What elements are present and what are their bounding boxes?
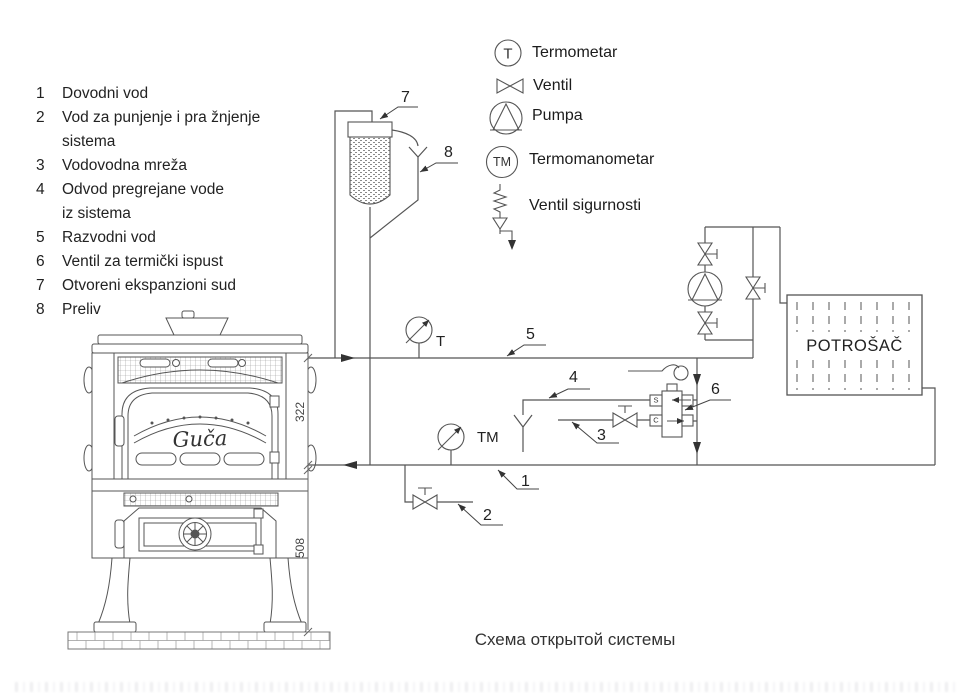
overflow-pipe [369, 157, 419, 239]
page-caption: Схема открытой системы [474, 630, 676, 649]
legend-num: 2 [36, 109, 45, 126]
dimension-322: 322 [293, 401, 307, 423]
legend-icons [485, 39, 524, 250]
stove-lower-grille [123, 492, 279, 507]
label-termometar: Termometar [532, 44, 618, 61]
callout-leaders [379, 106, 731, 526]
port-S [649, 394, 663, 407]
callout-4: 4 [569, 369, 578, 386]
stove-leg [97, 557, 131, 625]
expansion-vessel [347, 121, 393, 205]
stove-top-plate [97, 334, 303, 345]
stove-illustration: Guča [67, 310, 331, 650]
door-handle [114, 415, 125, 447]
legend-num: 6 [36, 253, 45, 270]
legend-num: 4 [36, 181, 45, 198]
sensor-bulb [673, 365, 689, 381]
valves [412, 242, 766, 510]
legend-item-3: 3 Vodovodna mreža [28, 154, 260, 178]
cropped-edge-artifact [15, 682, 955, 692]
legend-num: 3 [36, 157, 45, 174]
capillary-tube [628, 364, 680, 372]
overheat-discharge-line [513, 399, 650, 452]
legend-item-7: 7 Otvoreni ekspanzioni sud [28, 274, 260, 298]
thermometer-icon-letter: T [503, 45, 513, 63]
expansion-riser [334, 110, 373, 358]
valve-icon [496, 78, 524, 94]
label-pumpa: Pumpa [532, 107, 583, 124]
port-letter-s: S [653, 395, 659, 405]
safety-valve-icon [491, 184, 516, 250]
legend-num: 7 [36, 277, 45, 294]
legend-item-6: 6 Ventil za termički ispust [28, 250, 260, 274]
port-letter-c: C [653, 415, 659, 425]
pump-branch [704, 227, 753, 341]
callout-6: 6 [711, 381, 720, 398]
pump-symbol [687, 271, 723, 307]
thermal-discharge-valve [628, 364, 694, 438]
stove-logo: Guča [172, 426, 227, 452]
consumer-label: POTROŠAČ [806, 337, 903, 355]
fill-drain-line [404, 465, 473, 503]
pump-valve-bottom [696, 311, 718, 335]
water-mains-valve [612, 405, 638, 428]
bypass-valve [744, 276, 766, 300]
pump-valve-top [696, 242, 718, 266]
thermometer-symbol [405, 316, 433, 344]
callout-1: 1 [521, 473, 530, 490]
pump-icon [489, 101, 523, 135]
thermometer-icon [494, 39, 522, 67]
numbered-legend: 1 Dovodni vod 2 Vod za punjenje i pra žn… [28, 82, 260, 322]
fill-drain-valve [412, 487, 438, 510]
stove-fire-door [121, 387, 279, 480]
legend-item-5: 5 Razvodni vod [28, 226, 260, 250]
legend-item-8: 8 Preliv [28, 298, 260, 322]
callout-3: 3 [597, 427, 606, 444]
callout-7: 7 [401, 89, 410, 106]
overflow-curve [391, 129, 419, 147]
legend-num: 8 [36, 301, 45, 318]
consumer-return-pipe [922, 387, 936, 465]
flow-arrows [341, 354, 701, 469]
legend-num: 1 [36, 85, 45, 102]
pump-top-pipe [705, 226, 787, 304]
callout-2: 2 [483, 507, 492, 524]
dimension-508: 508 [293, 537, 307, 559]
thermomanometer-icon [485, 145, 519, 179]
legend-item-1: 1 Dovodni vod [28, 82, 260, 106]
overflow-funnel [408, 146, 428, 158]
supply-flow-arrow [341, 354, 355, 362]
dimension-lines [303, 353, 313, 637]
port-C [649, 414, 663, 427]
piping [308, 110, 936, 503]
legend-num: 5 [36, 229, 45, 246]
thermomanometer-tag: TM [477, 429, 499, 446]
instrument-stems [418, 343, 452, 465]
door-rivets [150, 415, 250, 425]
thermomanometer-symbol [437, 423, 465, 451]
label-termomanometar: Termomanometar [529, 151, 655, 168]
label-ventil-sigurnosti: Ventil sigurnosti [529, 197, 642, 214]
door-rosette [178, 517, 212, 551]
label-ventil: Ventil [533, 77, 573, 94]
consumer-box [786, 294, 923, 396]
door-hinge [269, 395, 280, 408]
brick-base [67, 631, 331, 650]
thermometer-tag: T [436, 333, 446, 350]
callout-5: 5 [526, 326, 535, 343]
return-flow-arrow [343, 461, 357, 469]
thermomanometer-icon-letter: TM [492, 155, 512, 169]
callout-8: 8 [444, 144, 453, 161]
